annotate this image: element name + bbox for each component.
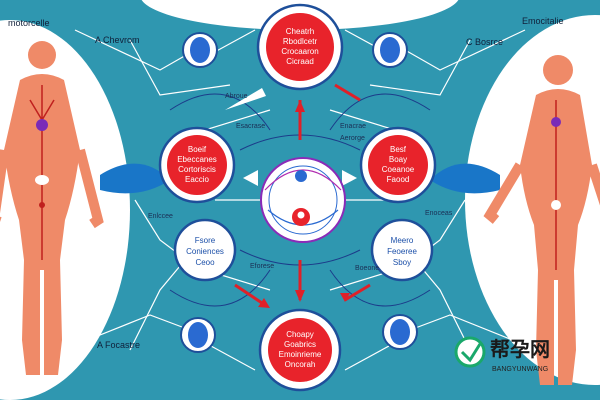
node-center — [260, 157, 346, 243]
node-left-blue: Fsore Coniences Ceoo — [173, 218, 237, 282]
label-a-chevrom: A Chevrom — [95, 35, 140, 45]
node-bottom: Choapy Goabrics Emoinrieme Oncorah — [258, 308, 342, 392]
node-left-line-4: Eaccio — [185, 175, 210, 184]
node-top-line-3: Crocaaron — [281, 47, 318, 56]
node-right-blue-line-2: Feoeree — [387, 247, 417, 256]
curved-lines — [169, 93, 431, 307]
label-top-left: motorcelle — [8, 18, 50, 28]
node-left-blue-line-2: Coniences — [186, 247, 224, 256]
label-c-bosrce: C Bosrce — [466, 37, 503, 47]
node-top-line-2: Rbodlcetr — [283, 37, 318, 46]
label-a-focastre: A Focastre — [97, 340, 140, 350]
node-bottom-line-3: Emoinrieme — [279, 350, 322, 359]
node-bottom-line-1: Choapy — [286, 330, 314, 339]
node-bottom-line-2: Goabrics — [284, 340, 316, 349]
node-top: Cheatrh Rbodlcetr Crocaaron Cicraad — [256, 3, 344, 91]
arrow-label-bl: Eforese — [250, 263, 274, 270]
right-body-figure — [483, 55, 600, 385]
node-right-line-4: Faood — [387, 175, 410, 184]
node-left: Boeif Ebeccanes Cortoriscis Eaccio — [158, 126, 236, 204]
arrow-label-ml: Enlccee — [148, 213, 173, 220]
node-left-blue-line-3: Ceoo — [195, 258, 215, 267]
watermark: 帮孕网 BANGYUNWANG — [454, 336, 550, 373]
node-left-line-2: Ebeccanes — [177, 155, 217, 164]
arrow-label-tr: Enacrae — [340, 123, 366, 130]
node-left-line-3: Cortoriscis — [178, 165, 216, 174]
arrow-label-mr: Enoceas — [425, 210, 453, 217]
node-right-line-3: Coeanoe — [382, 165, 415, 174]
watermark-cn: 帮孕网 — [490, 337, 550, 361]
node-left-line-1: Boeif — [188, 145, 207, 154]
node-top-line-4: Cicraad — [286, 57, 314, 66]
white-arrows — [225, 88, 357, 186]
node-right-blue-line-1: Meero — [391, 236, 414, 245]
arrow-label-tr2: Aerorge — [340, 135, 365, 142]
node-right-line-1: Besf — [390, 145, 407, 154]
left-body-figure — [0, 41, 104, 375]
arrow-label-tl: Abroue — [225, 93, 248, 100]
node-right-line-2: Boay — [389, 155, 407, 164]
node-bottom-line-4: Oncorah — [285, 360, 316, 369]
connector-lines — [74, 29, 526, 371]
node-right-blue: Meero Feoeree Sboy — [370, 218, 434, 282]
arrow-label-br: Boeone — [355, 265, 379, 272]
organ-ovals — [180, 32, 418, 353]
node-right-blue-line-3: Sboy — [393, 258, 411, 267]
left-blue-accent — [100, 163, 170, 194]
arrow-label-tl2: Esacrase — [236, 123, 265, 130]
label-top-right: Emocitalie — [522, 16, 564, 26]
right-blue-accent — [430, 163, 500, 194]
node-left-blue-line-1: Fsore — [195, 236, 216, 245]
node-right: Besf Boay Coeanoe Faood — [359, 126, 437, 204]
watermark-en: BANGYUNWANG — [492, 366, 548, 373]
node-top-line-1: Cheatrh — [286, 27, 314, 36]
red-arrows — [234, 83, 371, 308]
